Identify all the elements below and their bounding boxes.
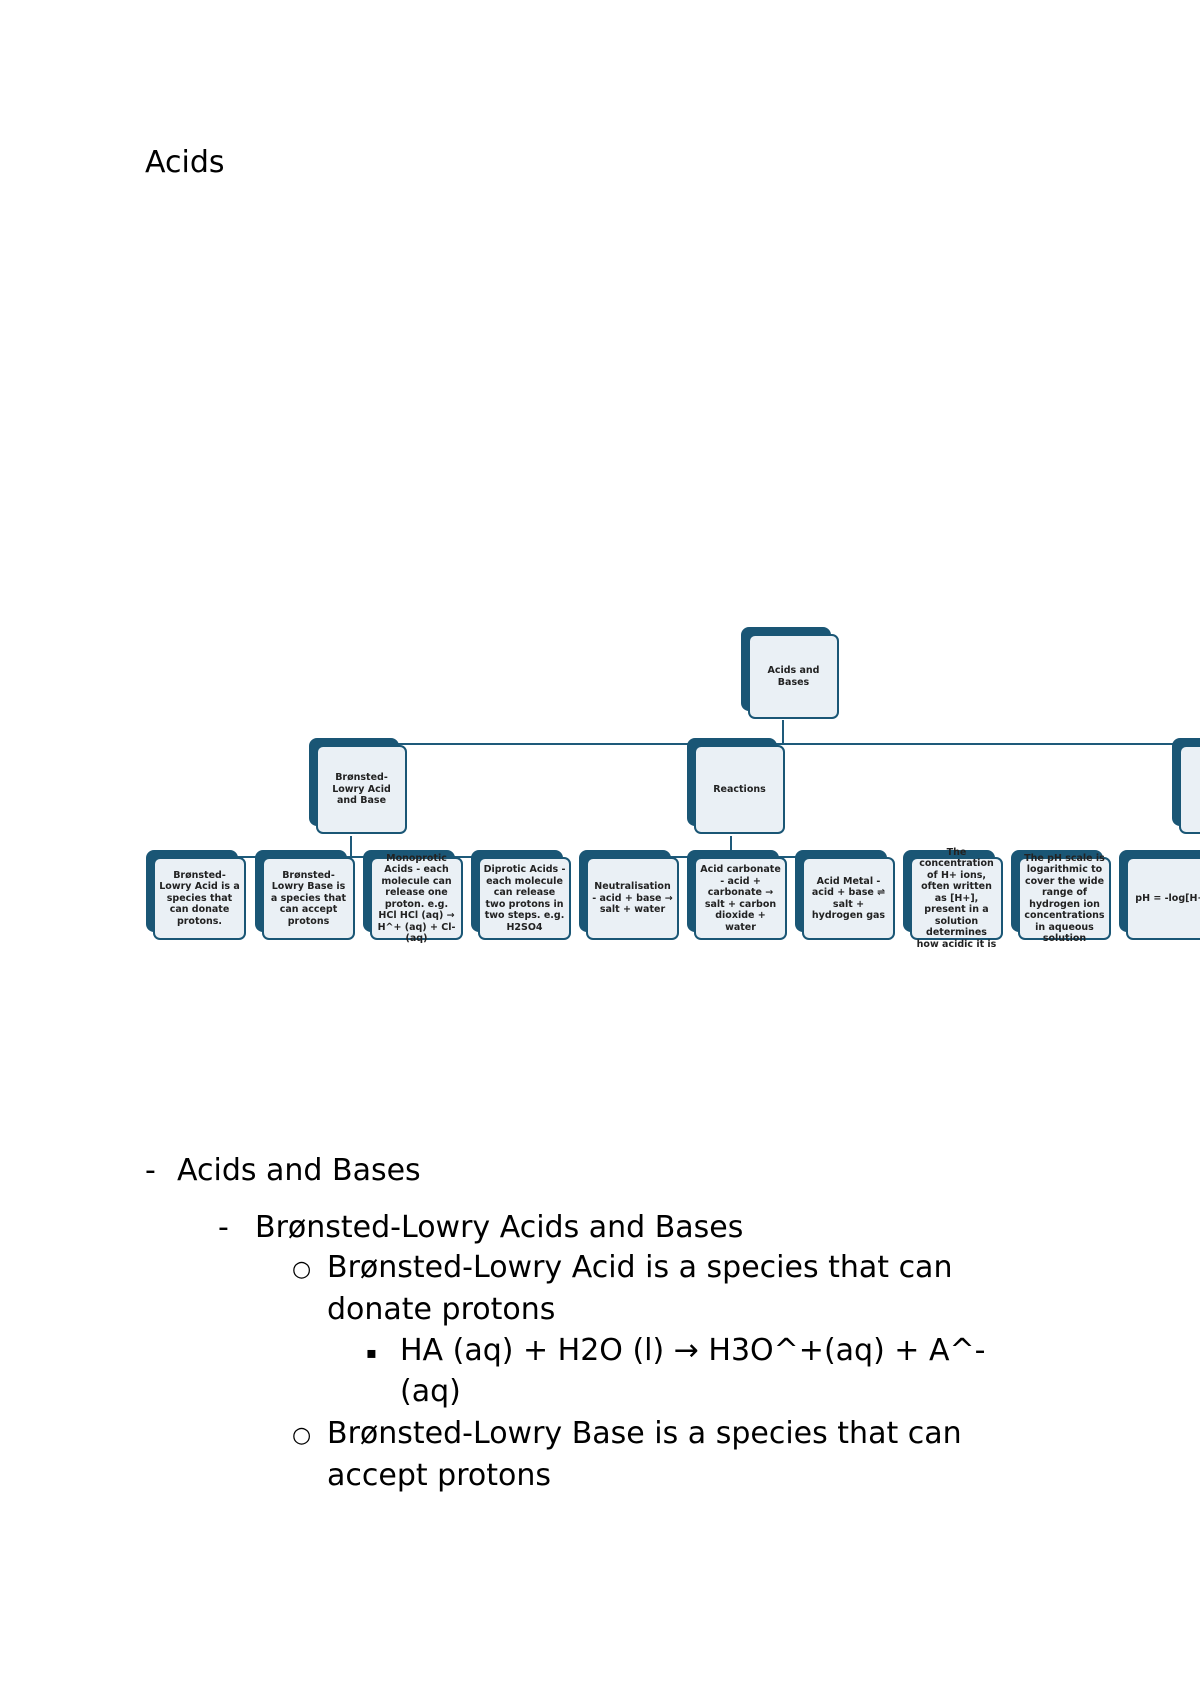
branch-label: Brønsted-Lowry Acid and Base — [332, 772, 391, 807]
leaf-node: Brønsted-Lowry Base is a species that ca… — [255, 850, 355, 940]
branch-label: Reactions — [713, 783, 766, 795]
leaf-node: Acid carbonate - acid + carbonate → salt… — [687, 850, 787, 940]
outline-equation-line2: (aq) — [400, 1374, 461, 1409]
root-label: Acids and Bases — [767, 665, 820, 688]
leaf-node: Monoprotic Acids - each molecule can rel… — [363, 850, 463, 944]
concept-map: Acids and Bases Brønsted-Lowry Acid and … — [0, 620, 1200, 980]
dash-bullet: - — [218, 1210, 229, 1245]
leaf-node: Diprotic Acids - each molecule can relea… — [471, 850, 571, 940]
circle-bullet: ○ — [292, 1257, 312, 1282]
branch-node-bronsted-lowry: Brønsted-Lowry Acid and Base — [309, 738, 407, 834]
leaf-node: pH = -log[H+] — [1119, 850, 1200, 940]
dash-bullet: - — [145, 1153, 156, 1188]
outline-equation-line1: HA (aq) + H2O (l) → H3O^+(aq) + A^- — [400, 1333, 986, 1368]
leaf-node: Neutralisation - acid + base → salt + wa… — [579, 850, 679, 940]
connector — [782, 720, 784, 744]
outline-acid-line2: donate protons — [327, 1292, 556, 1327]
outline-level1: Acids and Bases — [177, 1153, 421, 1188]
leaf-node: The pH scale is logarithmic to cover the… — [1011, 850, 1111, 944]
branch-node-reactions: Reactions — [687, 738, 785, 834]
outline-base-line1: Brønsted-Lowry Base is a species that ca… — [327, 1416, 962, 1451]
diagram-root-node: Acids and Bases — [741, 627, 839, 719]
circle-bullet: ○ — [292, 1423, 312, 1448]
connector — [350, 836, 352, 856]
outline-level2: Brønsted-Lowry Acids and Bases — [255, 1210, 744, 1245]
connector — [190, 856, 515, 858]
leaf-node: Brønsted-Lowry Acid is a species that ca… — [146, 850, 246, 940]
leaf-node: The concentration of H+ ions, often writ… — [903, 847, 1003, 950]
square-bullet: ▪ — [366, 1343, 377, 1362]
outline-acid-line1: Brønsted-Lowry Acid is a species that ca… — [327, 1250, 953, 1285]
branch-node-ph — [1172, 738, 1200, 834]
leaf-node: Acid Metal - acid + base ⇌ salt + hydrog… — [795, 850, 895, 940]
connector — [730, 836, 732, 856]
outline-base-line2: accept protons — [327, 1458, 552, 1493]
document-title: Acids — [145, 145, 225, 180]
